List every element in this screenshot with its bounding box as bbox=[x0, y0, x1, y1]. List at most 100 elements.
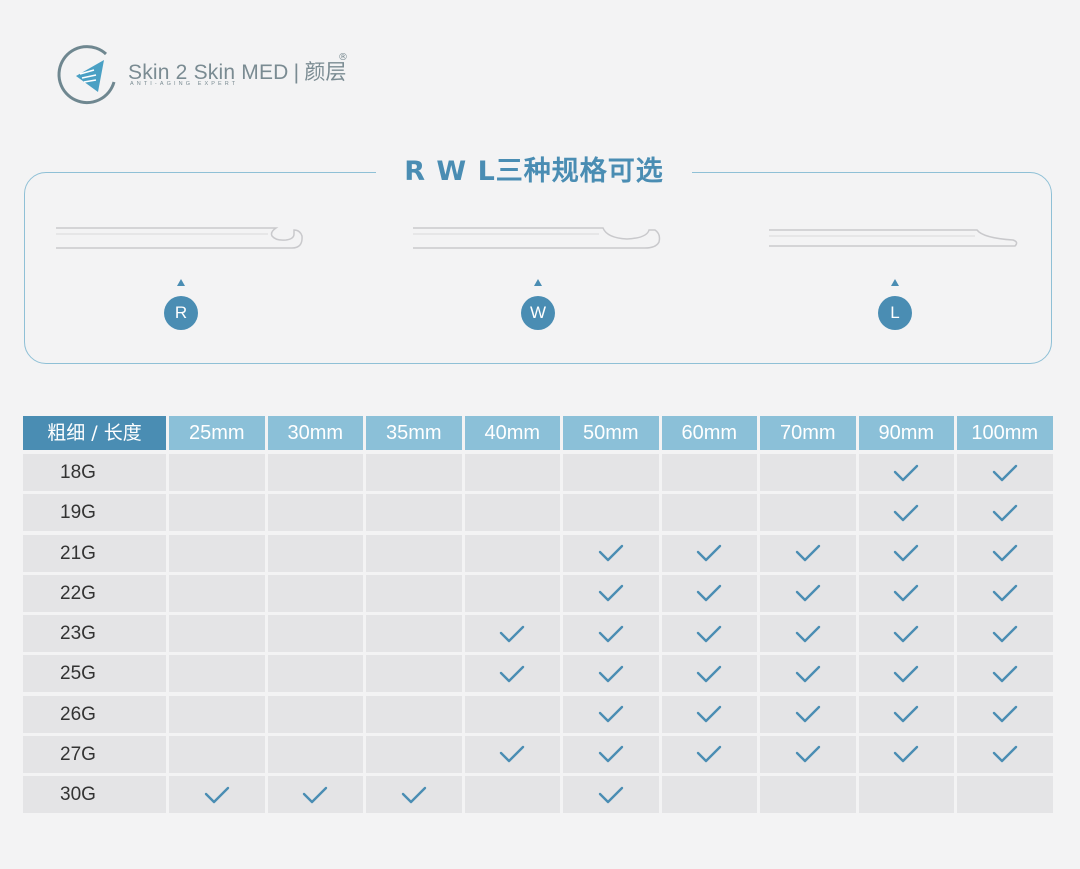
availability-cell bbox=[957, 615, 1053, 652]
availability-cell bbox=[169, 776, 265, 813]
availability-cell bbox=[563, 695, 659, 733]
check-icon bbox=[894, 705, 919, 723]
check-icon bbox=[795, 585, 820, 602]
availability-cell bbox=[366, 655, 462, 693]
column-header: 90mm bbox=[858, 416, 954, 450]
type-marker-w: W bbox=[521, 296, 555, 330]
row-gauge-label: 26G bbox=[23, 695, 166, 733]
availability-cell bbox=[661, 615, 757, 652]
check-icon bbox=[992, 585, 1017, 602]
logo-wordmark: Skin 2 Skin MED | 颜层 bbox=[128, 56, 346, 86]
check-icon bbox=[401, 786, 426, 803]
availability-cell bbox=[661, 776, 757, 813]
availability-cell bbox=[563, 655, 659, 693]
availability-cell bbox=[858, 494, 954, 532]
availability-cell bbox=[760, 494, 856, 532]
availability-cell bbox=[858, 735, 954, 773]
check-icon bbox=[697, 544, 722, 562]
check-icon bbox=[992, 464, 1017, 481]
check-icon bbox=[697, 665, 722, 682]
check-icon bbox=[894, 585, 919, 602]
availability-cell bbox=[957, 655, 1053, 693]
check-icon bbox=[795, 625, 820, 642]
availability-cell bbox=[464, 735, 560, 773]
availability-cell bbox=[366, 615, 462, 652]
availability-cell bbox=[267, 695, 363, 733]
availability-cell bbox=[267, 574, 363, 612]
availability-cell bbox=[464, 615, 560, 652]
column-header: 25mm bbox=[169, 416, 265, 450]
type-marker-r: R bbox=[164, 296, 198, 330]
row-gauge-label: 23G bbox=[23, 615, 166, 652]
spec-title: R W L三种规格可选 bbox=[376, 150, 692, 194]
check-icon bbox=[795, 746, 820, 763]
row-gauge-label: 27G bbox=[23, 735, 166, 773]
availability-cell bbox=[661, 735, 757, 773]
availability-cell bbox=[366, 494, 462, 532]
availability-cell bbox=[957, 574, 1053, 612]
check-icon bbox=[697, 585, 722, 602]
availability-cell bbox=[464, 454, 560, 491]
needle-w-icon bbox=[413, 227, 661, 249]
brand-name: Skin 2 Skin MED bbox=[128, 61, 289, 84]
availability-cell bbox=[563, 735, 659, 773]
check-icon bbox=[992, 544, 1017, 562]
check-icon bbox=[697, 625, 722, 642]
check-icon bbox=[894, 464, 919, 481]
registered-mark: ® bbox=[338, 52, 348, 63]
check-icon bbox=[303, 786, 328, 803]
availability-cell bbox=[858, 615, 954, 652]
availability-cell bbox=[760, 454, 856, 491]
check-icon bbox=[795, 544, 820, 562]
marker-r-arrow-icon bbox=[177, 279, 185, 286]
availability-cell bbox=[464, 776, 560, 813]
brand-separator: | bbox=[293, 61, 300, 84]
check-icon bbox=[598, 625, 623, 642]
availability-cell bbox=[267, 534, 363, 572]
availability-cell bbox=[858, 776, 954, 813]
availability-cell bbox=[464, 534, 560, 572]
availability-cell bbox=[169, 454, 265, 491]
availability-cell bbox=[661, 695, 757, 733]
check-icon bbox=[500, 746, 525, 763]
availability-cell bbox=[366, 454, 462, 491]
availability-cell bbox=[957, 735, 1053, 773]
availability-cell bbox=[169, 574, 265, 612]
needle-l-icon bbox=[769, 229, 1018, 247]
row-gauge-label: 19G bbox=[23, 494, 166, 532]
column-header: 40mm bbox=[464, 416, 560, 450]
availability-cell bbox=[366, 534, 462, 572]
availability-cell bbox=[267, 615, 363, 652]
check-icon bbox=[598, 544, 623, 562]
availability-cell bbox=[464, 695, 560, 733]
spec-panel bbox=[24, 172, 1052, 364]
marker-w-arrow-icon bbox=[534, 279, 542, 286]
availability-cell bbox=[661, 494, 757, 532]
brand-tagline: ANTI-AGING EXPERT bbox=[130, 81, 239, 87]
marker-l-arrow-icon bbox=[891, 279, 899, 286]
availability-cell bbox=[267, 655, 363, 693]
availability-cell bbox=[464, 574, 560, 612]
brand-logo: Skin 2 Skin MED | 颜层 ® ANTI-AGING EXPERT bbox=[54, 42, 414, 106]
check-icon bbox=[697, 705, 722, 723]
needle-r-icon bbox=[56, 227, 303, 249]
row-gauge-label: 30G bbox=[23, 776, 166, 813]
check-icon bbox=[894, 746, 919, 763]
check-icon bbox=[598, 665, 623, 682]
availability-cell bbox=[563, 494, 659, 532]
availability-cell bbox=[464, 494, 560, 532]
check-icon bbox=[598, 585, 623, 602]
availability-cell bbox=[267, 454, 363, 491]
availability-cell bbox=[957, 534, 1053, 572]
check-icon bbox=[894, 665, 919, 682]
check-icon bbox=[795, 705, 820, 723]
availability-cell bbox=[169, 534, 265, 572]
availability-cell bbox=[563, 534, 659, 572]
availability-cell bbox=[661, 655, 757, 693]
availability-cell bbox=[760, 534, 856, 572]
availability-cell bbox=[169, 695, 265, 733]
availability-cell bbox=[267, 735, 363, 773]
availability-cell bbox=[366, 695, 462, 733]
availability-cell bbox=[366, 735, 462, 773]
type-marker-l: L bbox=[878, 296, 912, 330]
